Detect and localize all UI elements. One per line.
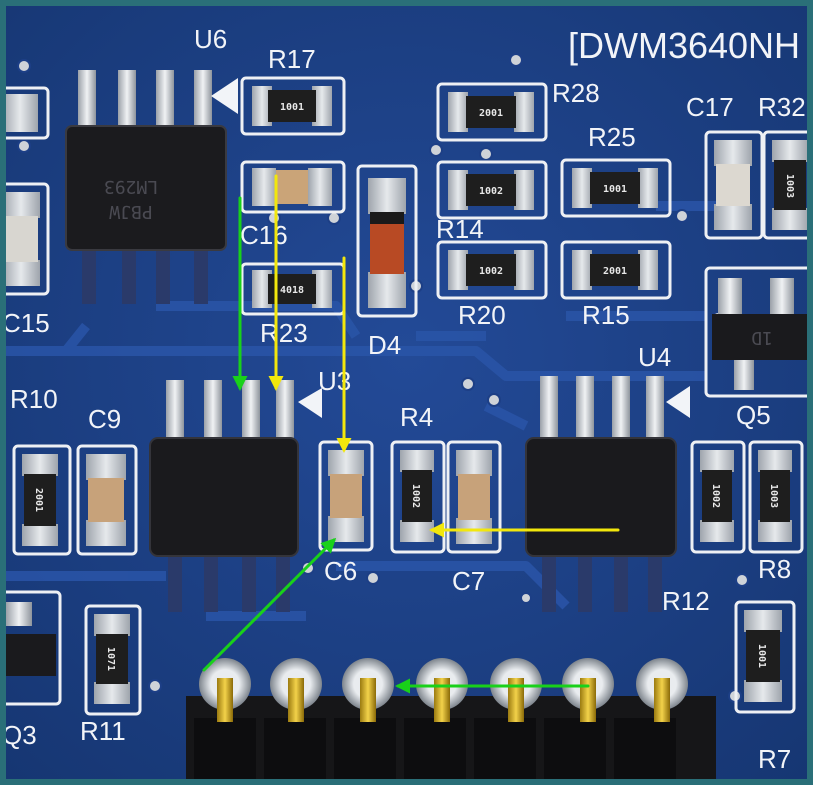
- r12-marking: 1002: [710, 484, 721, 508]
- r8-marking: 1003: [768, 484, 779, 508]
- label-r20: R20: [458, 300, 506, 330]
- capacitor-c9: [76, 444, 138, 556]
- r25-marking: 1001: [603, 184, 627, 195]
- capacitor-c15: [6, 182, 50, 296]
- resistor-r20: 1002: [436, 240, 548, 300]
- silkscreen-labels: [DWM3640NH U6 R17 R28 C17 R32 R25 C16 R1…: [6, 24, 806, 774]
- label-c16: C16: [240, 220, 288, 250]
- u6-marking-line2: PBJW: [109, 201, 153, 222]
- label-c15: C15: [6, 308, 50, 338]
- r14-marking: 1002: [479, 186, 503, 197]
- label-r12: R12: [662, 586, 710, 616]
- capacitor-c16: [240, 160, 346, 214]
- u6-marking-line1: LM293: [104, 176, 158, 197]
- label-r28: R28: [552, 78, 600, 108]
- r4-marking: 1002: [410, 484, 421, 508]
- u6-pin1-triangle: [211, 78, 238, 114]
- transistor-q5: 1D: [704, 266, 807, 398]
- capacitor-c17: [704, 130, 764, 240]
- label-r11: R11: [80, 716, 126, 746]
- vias: [17, 53, 749, 703]
- resistor-r17: 1001: [240, 76, 346, 136]
- label-r4: R4: [400, 402, 433, 432]
- transistor-q3: [6, 590, 62, 706]
- partial-component-top-left: [6, 86, 50, 140]
- u3-pin1-triangle: [298, 388, 322, 418]
- board-model-label: [DWM3640NH: [568, 25, 800, 66]
- label-c7: C7: [452, 566, 485, 596]
- resistor-r25: 1001: [560, 158, 672, 218]
- resistor-r7: 1001: [734, 600, 796, 714]
- header-gold-pins: [217, 678, 670, 722]
- r7-marking: 1001: [756, 644, 767, 668]
- r15-marking: 2001: [603, 266, 627, 277]
- label-u6: U6: [194, 24, 227, 54]
- pin-header: [186, 658, 716, 779]
- r10-marking: 2001: [33, 488, 44, 512]
- resistor-r14: 1002: [436, 160, 548, 220]
- q5-marking: 1D: [751, 327, 773, 348]
- ic-u3: [149, 380, 322, 612]
- r28-marking: 2001: [479, 108, 503, 119]
- label-r14: R14: [436, 214, 484, 244]
- diode-d4: [356, 164, 418, 318]
- label-r23: R23: [260, 318, 308, 348]
- capacitor-c7: [446, 440, 502, 554]
- label-r15: R15: [582, 300, 630, 330]
- label-q3: Q3: [6, 720, 37, 750]
- r11-marking: 1071: [105, 647, 116, 671]
- resistor-r32: 1003: [762, 130, 807, 240]
- resistor-r12: 1002: [690, 440, 746, 554]
- resistor-r8: 1003: [748, 440, 804, 554]
- capacitor-c6: [318, 440, 374, 552]
- r23-marking: 4018: [280, 285, 304, 296]
- label-c9: C9: [88, 404, 121, 434]
- label-r10: R10: [10, 384, 58, 414]
- label-r7: R7: [758, 744, 791, 774]
- resistor-r4: 1002: [390, 440, 446, 554]
- label-d4: D4: [368, 330, 401, 360]
- resistor-r10: 2001: [12, 444, 72, 556]
- pcb-photo: LM293 PBJW 1001: [6, 6, 807, 779]
- annotation-arrows: [202, 174, 620, 694]
- green-arrow-header-to-c6: [202, 537, 337, 672]
- label-u4: U4: [638, 342, 671, 372]
- r17-marking: 1001: [280, 102, 304, 113]
- ic-u6: LM293 PBJW: [65, 70, 238, 304]
- r20-marking: 1002: [479, 266, 503, 277]
- r32-marking: 1003: [784, 174, 795, 198]
- resistor-r15: 2001: [560, 240, 672, 300]
- label-r8: R8: [758, 554, 791, 584]
- label-u3: U3: [318, 366, 351, 396]
- label-r25: R25: [588, 122, 636, 152]
- u4-pin1-triangle: [666, 386, 690, 418]
- label-r32: R32: [758, 92, 806, 122]
- ic-u4: [525, 376, 690, 612]
- label-c6: C6: [324, 556, 357, 586]
- label-r17: R17: [268, 44, 316, 74]
- resistor-r11: 1071: [84, 604, 142, 716]
- resistor-r28: 2001: [436, 82, 548, 142]
- label-q5: Q5: [736, 400, 771, 430]
- label-c17: C17: [686, 92, 734, 122]
